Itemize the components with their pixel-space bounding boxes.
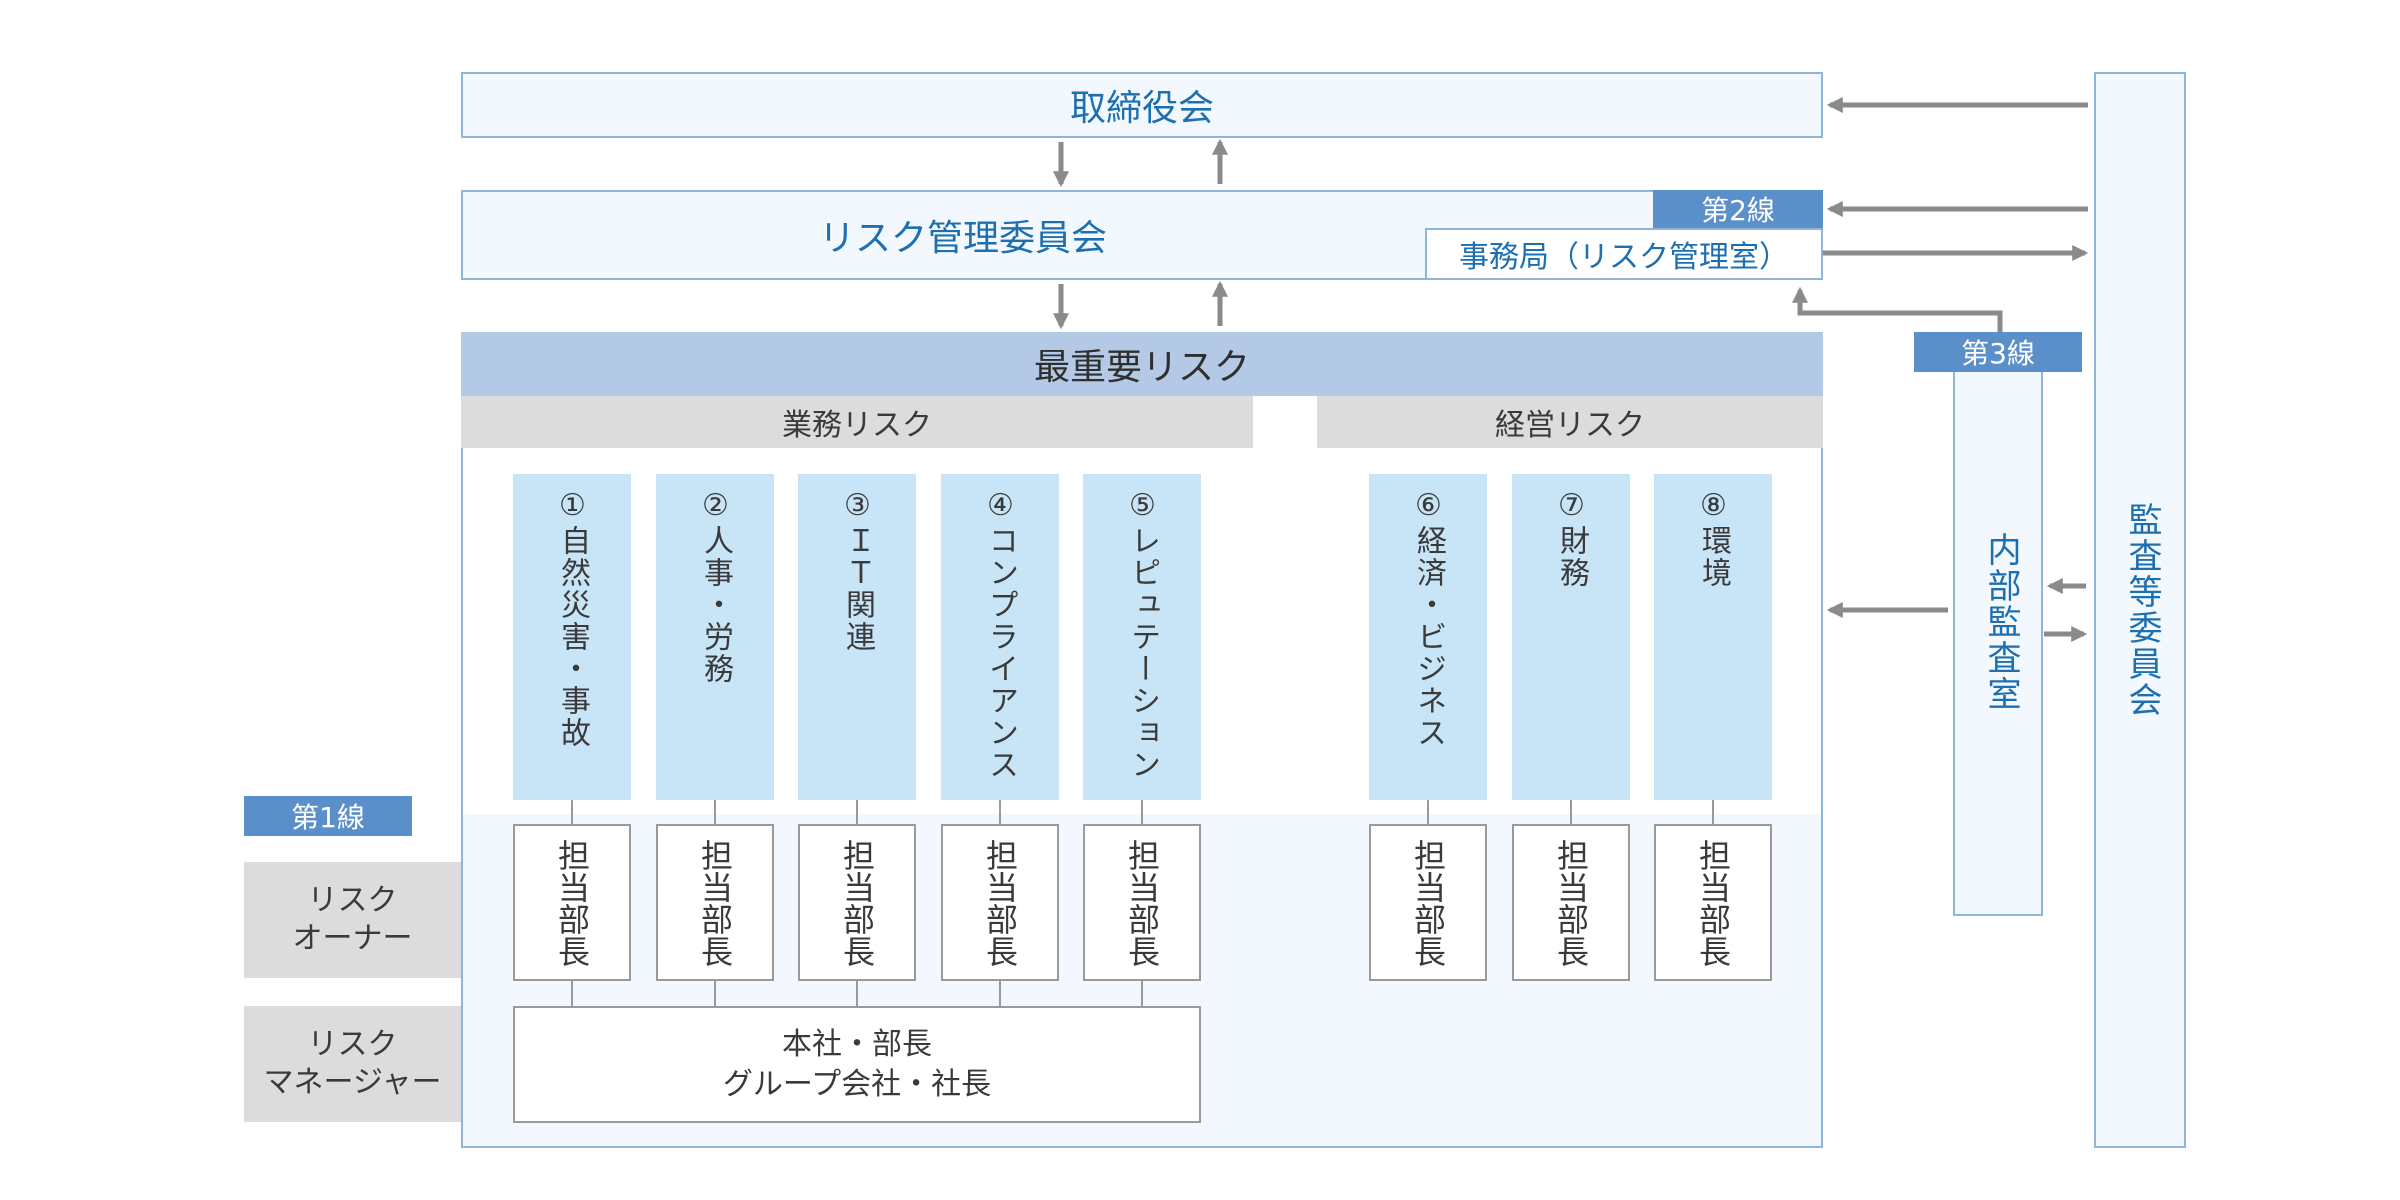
risk-number: ⑧ — [1696, 488, 1731, 525]
risk-column-3: ③ＩＴ関連 — [798, 474, 916, 800]
risk-owner-connector — [1570, 800, 1572, 824]
risk-column-label: ④コンプライアンス — [978, 488, 1022, 800]
owner-box-1: 担当部長 — [513, 824, 631, 981]
line2-badge: 第2線 — [1653, 190, 1823, 228]
risk-column-label: ⑧環境 — [1691, 488, 1735, 800]
risk-column-8: ⑧環境 — [1654, 474, 1772, 800]
risk-owner-line1: リスク — [307, 883, 398, 918]
risk-committee-text: リスク管理委員会 — [818, 218, 1107, 259]
internal-audit-text: 内部監査室 — [1981, 532, 2021, 712]
board-box: 取締役会 — [461, 72, 1823, 138]
owner-manager-connector — [999, 981, 1001, 1006]
top-risk-header: 最重要リスク — [461, 332, 1823, 396]
owner-label: 担当部長 — [696, 838, 734, 967]
owner-box-4: 担当部長 — [941, 824, 1059, 981]
owner-manager-connector — [571, 981, 573, 1006]
risk-column-label: ⑥経済・ビジネス — [1406, 488, 1450, 800]
risk-manager-label: リスク マネージャー — [244, 1006, 461, 1122]
risk-column-1: ①自然災害・事故 — [513, 474, 631, 800]
internal-audit-box: 内部監査室 — [1953, 370, 2043, 916]
owner-box-8: 担当部長 — [1654, 824, 1772, 981]
business-risk-header: 業務リスク — [461, 396, 1253, 448]
audit-committee-box: 監査等委員会 — [2094, 72, 2186, 1148]
management-risk-text: 経営リスク — [1495, 408, 1645, 443]
risk-number: ⑥ — [1411, 488, 1446, 525]
audit-committee-text: 監査等委員会 — [2122, 502, 2162, 718]
risk-manager-line2: マネージャー — [263, 1065, 442, 1100]
risk-owner-connector — [856, 800, 858, 824]
line1-text: 第1線 — [291, 801, 365, 834]
risk-column-label: ②人事・労務 — [693, 488, 737, 800]
risk-owner-connector — [1712, 800, 1714, 824]
risk-name: コンプライアンス — [983, 525, 1018, 781]
risk-owner-connector — [1427, 800, 1429, 824]
line1-badge: 第1線 — [244, 796, 412, 836]
owner-box-3: 担当部長 — [798, 824, 916, 981]
risk-name: 環境 — [1696, 525, 1731, 589]
line3-text: 第3線 — [1961, 337, 2035, 370]
manager-box: 本社・部長 グループ会社・社長 — [513, 1006, 1201, 1123]
owner-box-2: 担当部長 — [656, 824, 774, 981]
risk-column-label: ⑦財務 — [1549, 488, 1593, 800]
risk-column-label: ①自然災害・事故 — [550, 488, 594, 800]
risk-column-5: ⑤レピュテーション — [1083, 474, 1201, 800]
risk-owner-connector — [1141, 800, 1143, 824]
risk-column-2: ②人事・労務 — [656, 474, 774, 800]
risk-column-label: ⑤レピュテーション — [1120, 488, 1164, 800]
board-label: 取締役会 — [1069, 88, 1214, 129]
risk-column-7: ⑦財務 — [1512, 474, 1630, 800]
risk-manager-line1: リスク — [307, 1027, 398, 1062]
risk-column-6: ⑥経済・ビジネス — [1369, 474, 1487, 800]
owner-box-6: 担当部長 — [1369, 824, 1487, 981]
owner-label: 担当部長 — [1552, 838, 1590, 967]
owner-box-5: 担当部長 — [1083, 824, 1201, 981]
risk-number: ② — [698, 488, 733, 525]
risk-column-label: ③ＩＴ関連 — [835, 488, 879, 800]
secretariat-text: 事務局（リスク管理室） — [1459, 240, 1789, 275]
owner-label: 担当部長 — [981, 838, 1019, 967]
risk-name: 自然災害・事故 — [555, 525, 590, 749]
risk-name: 人事・労務 — [698, 525, 733, 685]
risk-name: レピュテーション — [1125, 525, 1160, 781]
risk-owner-connector — [571, 800, 573, 824]
top-risk-text: 最重要リスク — [1033, 347, 1250, 388]
manager-box-line1: 本社・部長 — [782, 1026, 932, 1062]
business-risk-text: 業務リスク — [782, 408, 932, 443]
risk-number: ⑤ — [1125, 488, 1160, 525]
owner-manager-connector — [1141, 981, 1143, 1006]
risk-owner-connector — [999, 800, 1001, 824]
owner-box-7: 担当部長 — [1512, 824, 1630, 981]
risk-owner-line2: オーナー — [292, 921, 413, 956]
management-risk-header: 経営リスク — [1317, 396, 1823, 448]
owner-label: 担当部長 — [1123, 838, 1161, 967]
risk-owner-label: リスク オーナー — [244, 862, 461, 978]
line2-text: 第2線 — [1701, 194, 1775, 227]
risk-column-4: ④コンプライアンス — [941, 474, 1059, 800]
owner-label: 担当部長 — [838, 838, 876, 967]
risk-name: 財務 — [1554, 525, 1589, 589]
risk-number: ① — [555, 488, 590, 525]
risk-number: ④ — [983, 488, 1018, 525]
owner-label: 担当部長 — [1694, 838, 1732, 967]
risk-name: ＩＴ関連 — [840, 525, 875, 653]
risk-name: 経済・ビジネス — [1411, 525, 1446, 749]
line3-badge: 第3線 — [1914, 332, 2082, 372]
risk-committee-label: リスク管理委員会 — [463, 192, 1463, 278]
arrow-internal-to-secretariat — [1791, 286, 2003, 332]
owner-label: 担当部長 — [553, 838, 591, 967]
owner-manager-connector — [856, 981, 858, 1006]
risk-number: ③ — [840, 488, 875, 525]
owner-manager-connector — [714, 981, 716, 1006]
owner-label: 担当部長 — [1409, 838, 1447, 967]
manager-box-line2: グループ会社・社長 — [722, 1066, 992, 1102]
risk-owner-connector — [714, 800, 716, 824]
risk-number: ⑦ — [1554, 488, 1589, 525]
secretariat-box: 事務局（リスク管理室） — [1425, 228, 1823, 280]
